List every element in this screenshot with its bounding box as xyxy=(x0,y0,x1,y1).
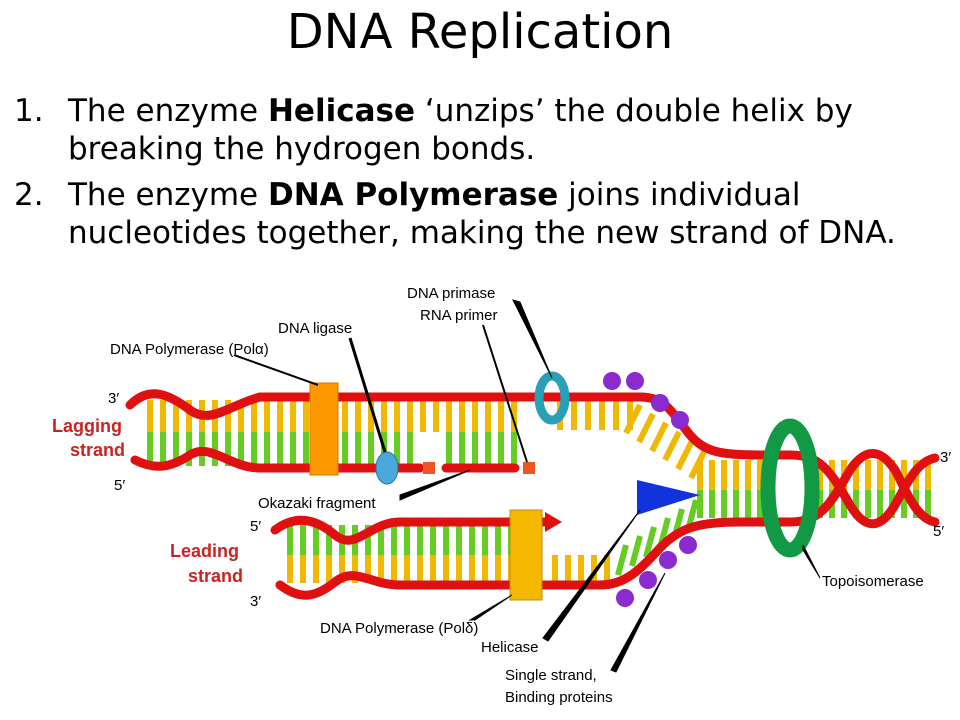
ssb-pointer xyxy=(610,572,666,673)
label-helicase: Helicase xyxy=(481,639,539,656)
label-lag-3prime: 3′ xyxy=(108,390,119,407)
leading-strand-arrowhead xyxy=(545,512,562,532)
bullet-text-bold: DNA Polymerase xyxy=(267,177,559,213)
rna-primer-marker xyxy=(523,462,535,474)
topoisomerase-ring xyxy=(760,418,820,558)
ssb-protein xyxy=(651,394,669,412)
dna-ligase-shape xyxy=(375,451,399,485)
leading-new-backbone xyxy=(270,515,550,545)
label-ssb-line2: Binding proteins xyxy=(505,689,613,706)
label-dna-primase: DNA primase xyxy=(407,285,495,302)
bullet-list: 1. The enzyme Helicase ‘unzips’ the doubl… xyxy=(14,92,954,260)
ssb-protein xyxy=(659,551,677,569)
label-lagging-line1: Lagging xyxy=(52,416,122,436)
bullet-item-2: 2. The enzyme DNA Polymerase joins indivi… xyxy=(14,176,954,252)
label-leading-line2: strand xyxy=(188,566,243,586)
bullet-text-pre: The enzyme xyxy=(68,177,268,213)
single-strand-binding-proteins xyxy=(603,372,697,607)
topoisomerase-pointer xyxy=(802,544,821,579)
polymerase-delta-block xyxy=(509,509,543,601)
ligase-pointer xyxy=(348,337,387,453)
ssb-protein xyxy=(603,372,621,390)
bullet-text-pre: The enzyme xyxy=(68,93,268,129)
base-green xyxy=(629,535,643,567)
base-yellow xyxy=(675,439,695,471)
base-yellow xyxy=(662,430,682,462)
okazaki-fragment-marker xyxy=(423,462,435,474)
slide-title: DNA Replication xyxy=(286,4,674,60)
label-lead-5prime: 5′ xyxy=(250,518,261,535)
label-okazaki-fragment: Okazaki fragment xyxy=(258,495,376,512)
polymerase-delta-pointer xyxy=(468,594,513,621)
helicase-pointer xyxy=(542,509,641,642)
label-lagging-line2: strand xyxy=(70,440,125,460)
ssb-protein xyxy=(639,571,657,589)
bullet-number: 2. xyxy=(14,177,44,213)
label-ssb-line1: Single strand, xyxy=(505,667,597,684)
base-green xyxy=(643,526,657,558)
label-lag-5prime: 5′ xyxy=(114,477,125,494)
okazaki-pointer xyxy=(399,469,471,501)
helicase-wedge xyxy=(637,480,700,515)
label-polymerase-alpha: DNA Polymerase (Polα) xyxy=(110,341,269,358)
label-lead-3prime: 3′ xyxy=(250,593,261,610)
polymerase-alpha-pointer xyxy=(233,354,319,386)
bullet-item-1: 1. The enzyme Helicase ‘unzips’ the doubl… xyxy=(14,92,954,168)
label-rna-primer: RNA primer xyxy=(420,307,498,324)
bullet-number: 1. xyxy=(14,93,44,129)
base-yellow xyxy=(623,403,643,435)
pointer-lines xyxy=(233,299,821,673)
primase-pointer xyxy=(512,299,553,379)
backbones xyxy=(125,389,940,600)
bullet-text-post: ‘unzips’ the double helix by breaking th… xyxy=(68,93,853,167)
label-leading-line1: Leading xyxy=(170,541,239,561)
parent-helix-strand-b xyxy=(785,449,940,527)
base-yellow xyxy=(636,412,656,444)
ssb-protein xyxy=(616,589,634,607)
label-right-3prime: 3′ xyxy=(940,449,951,466)
rna-primer-pointer xyxy=(482,324,528,463)
base-green xyxy=(615,544,629,576)
diagram-labels: DNA primase RNA primer DNA ligase DNA Po… xyxy=(52,285,951,706)
ssb-protein xyxy=(679,536,697,554)
ssb-protein xyxy=(626,372,644,390)
bullet-text-bold: Helicase xyxy=(267,93,415,129)
lagging-new-backbone xyxy=(130,446,425,473)
dna-primase-ring xyxy=(534,371,570,425)
ssb-protein xyxy=(671,411,689,429)
label-dna-ligase: DNA ligase xyxy=(278,320,352,337)
bullet-text-post: joins individual nucleotides together, m… xyxy=(68,177,896,251)
label-right-5prime: 5′ xyxy=(933,523,944,540)
label-topoisomerase: Topoisomerase xyxy=(822,573,924,590)
parent-helix-strand-a xyxy=(785,450,940,529)
leading-parent-backbone xyxy=(275,517,795,600)
label-polymerase-delta: DNA Polymerase (Polδ) xyxy=(320,620,478,637)
replication-fork-diagram: DNA primase RNA primer DNA ligase DNA Po… xyxy=(52,285,951,706)
base-yellow xyxy=(649,421,669,453)
lagging-parent-backbone xyxy=(125,389,795,460)
polymerase-alpha-block xyxy=(309,382,339,476)
